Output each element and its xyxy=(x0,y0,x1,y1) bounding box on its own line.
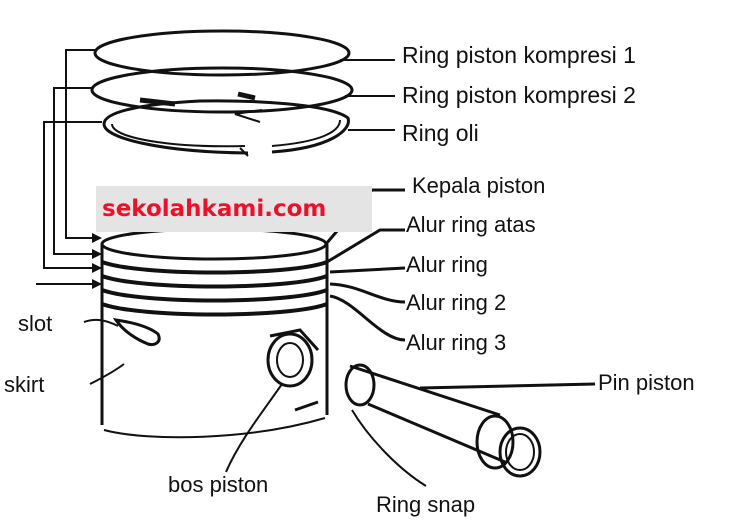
bos-piston-drawing xyxy=(266,328,320,388)
watermark-box: sekolahkami.com xyxy=(96,186,372,232)
label-bos-piston: bos piston xyxy=(168,472,269,497)
ring-kompresi-1-drawing xyxy=(93,29,351,77)
watermark-text: sekolahkami.com xyxy=(102,196,327,222)
label-alur-ring-3: Alur ring 3 xyxy=(406,330,507,355)
label-ring-oli: Ring oli xyxy=(402,120,479,146)
pin-piston-drawing xyxy=(344,363,542,478)
label-kepala-piston: Kepala piston xyxy=(412,173,546,198)
label-pin-piston: Pin piston xyxy=(598,370,695,395)
ring-oli-drawing xyxy=(102,99,350,157)
slot-drawing xyxy=(112,318,161,346)
leader-lines xyxy=(36,49,596,487)
label-ring-kompresi-1: Ring piston kompresi 1 xyxy=(402,42,636,68)
arrowheads xyxy=(92,233,102,289)
label-skirt: skirt xyxy=(4,372,45,397)
label-ring-snap: Ring snap xyxy=(376,492,476,517)
label-alur-ring-2: Alur ring 2 xyxy=(406,290,507,315)
label-alur-ring: Alur ring xyxy=(406,252,488,277)
label-slot: slot xyxy=(18,311,53,336)
label-ring-kompresi-2: Ring piston kompresi 2 xyxy=(402,82,636,108)
label-alur-ring-atas: Alur ring atas xyxy=(406,212,536,237)
